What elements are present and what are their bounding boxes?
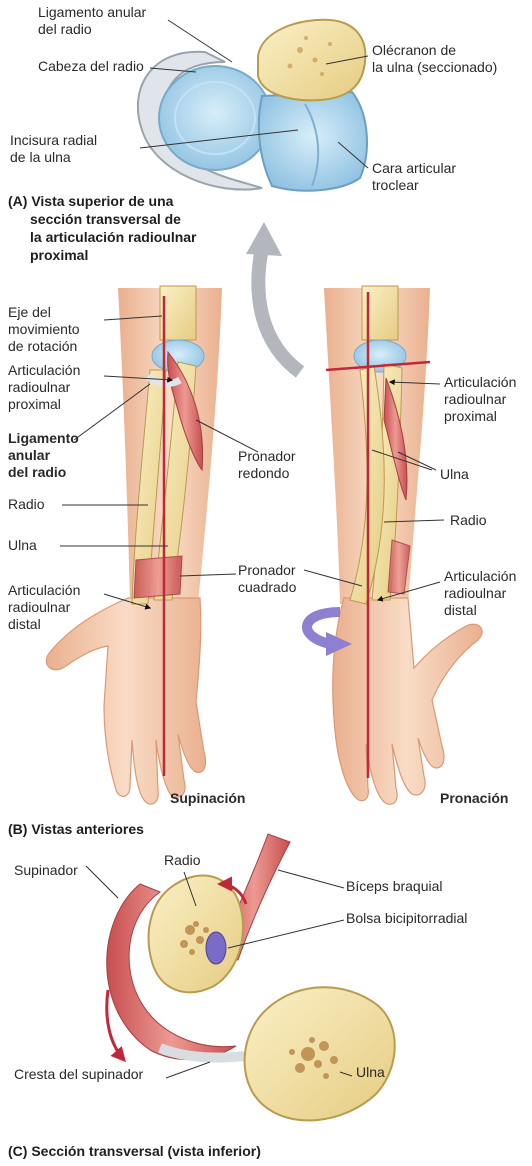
panel-a-illustration: [138, 20, 368, 191]
ulna-section-shape: [245, 987, 395, 1120]
label-radio-c: Radio: [164, 852, 201, 869]
pronation-arm: [304, 286, 482, 804]
radius-section-shape: [149, 876, 243, 993]
label-ulna-right: Ulna: [440, 466, 469, 483]
label-radio-left: Radio: [8, 496, 45, 513]
label-supinador: Supinador: [14, 862, 78, 879]
label-cresta-supinador: Cresta del supinador: [14, 1066, 143, 1083]
label-ulna-c: Ulna: [356, 1064, 385, 1081]
trochlear-surface-shape: [259, 92, 367, 191]
label-pronacion: Pronación: [440, 790, 508, 807]
label-supinacion: Supinación: [170, 790, 245, 807]
rotation-arrow-grey: [258, 248, 300, 372]
label-biceps-braquial: Bíceps braquial: [346, 878, 443, 895]
caption-panel-c: (C) Sección transversal (vista inferior): [8, 1142, 261, 1160]
label-radio-right: Radio: [450, 512, 487, 529]
label-ulna-left: Ulna: [8, 537, 37, 554]
caption-panel-b: (B) Vistas anteriores: [8, 820, 144, 838]
label-cabeza-radio: Cabeza del radio: [38, 58, 144, 75]
caption-panel-a: (A) Vista superior de una sección transv…: [8, 192, 197, 264]
label-bolsa-bicipitorradial: Bolsa bicipitorradial: [346, 910, 467, 927]
